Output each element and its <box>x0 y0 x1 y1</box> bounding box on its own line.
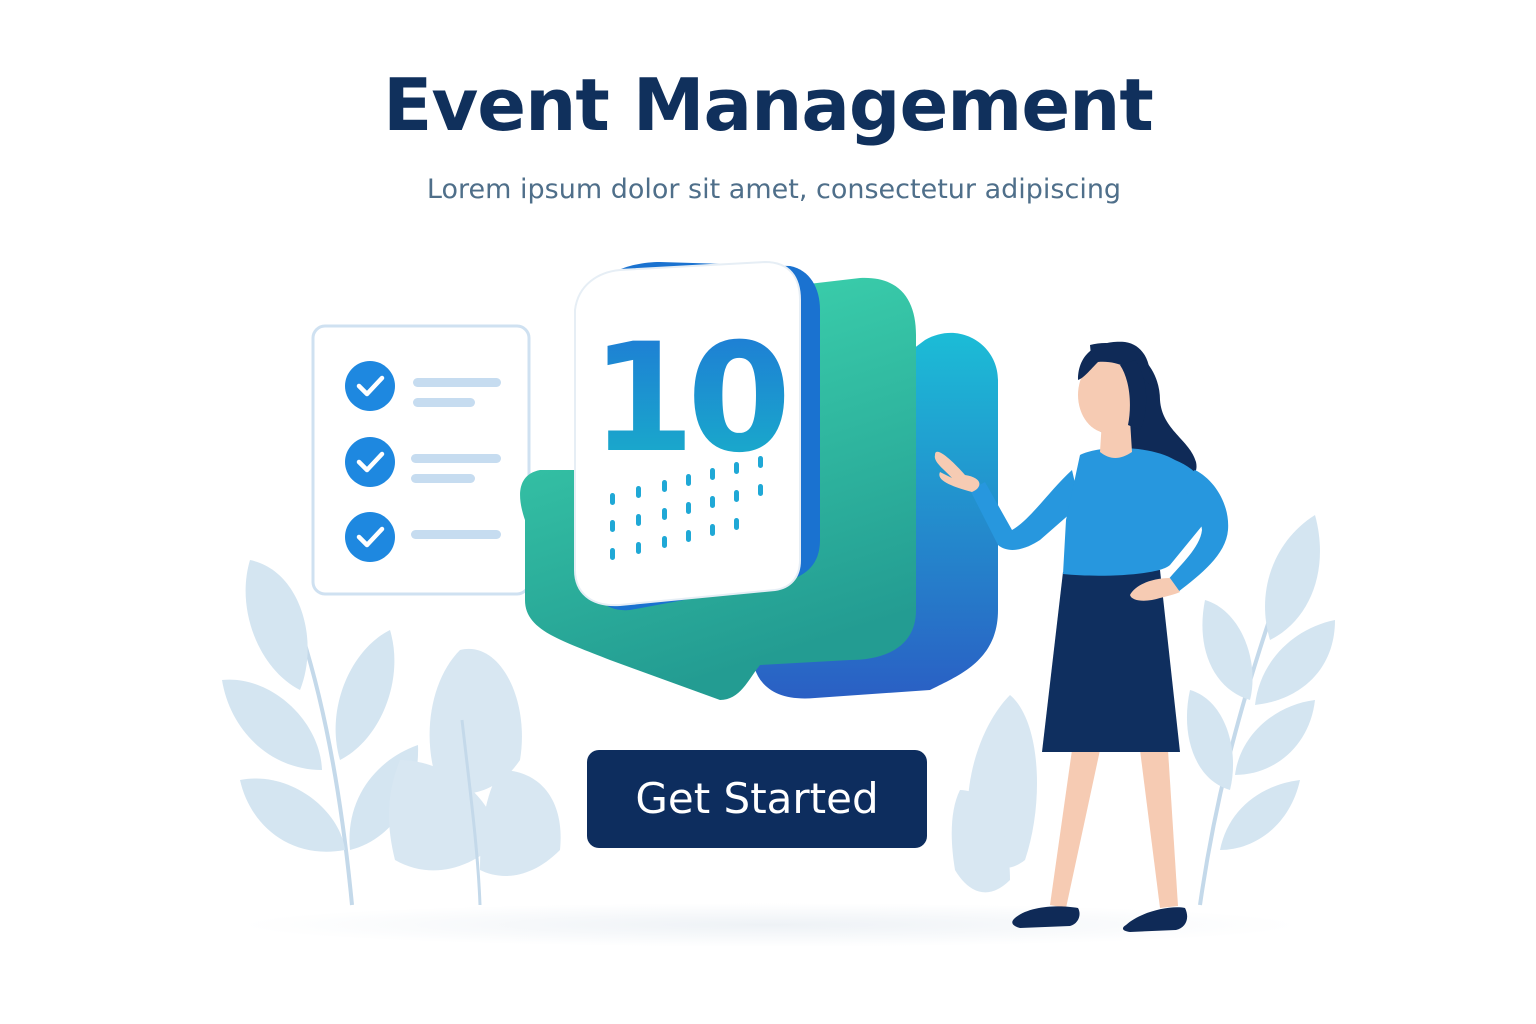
right-plant-2 <box>951 695 1037 893</box>
page-subtitle: Lorem ipsum dolor sit amet, consectetur … <box>426 174 1122 205</box>
right-plant <box>1186 515 1335 906</box>
checklist-card <box>311 324 531 596</box>
left-plant <box>222 560 419 906</box>
calendar-dot-grid <box>610 456 763 560</box>
page-title: Event Management <box>383 63 1154 147</box>
woman-figure <box>934 341 1229 932</box>
get-started-button[interactable]: Get Started <box>587 750 927 848</box>
left-plant-2 <box>388 648 561 906</box>
check-circle-icon <box>345 437 395 487</box>
calendar-day-number: 10 <box>591 312 785 486</box>
check-circle-icon <box>345 512 395 562</box>
check-circle-icon <box>345 361 395 411</box>
calendar-icon: 10 <box>574 260 801 607</box>
